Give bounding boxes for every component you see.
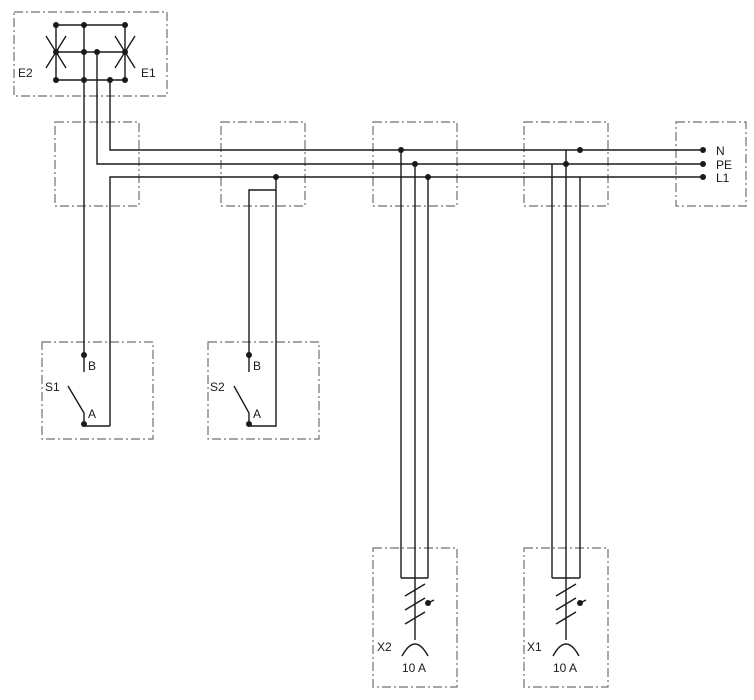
switch-s2-label: S2 (210, 380, 225, 394)
socket-x1-rating: 10 A (553, 661, 577, 675)
bus-line-n (109, 80, 703, 151)
socket-x2-drop (400, 150, 429, 578)
supply-terminals: N PE L1 (700, 144, 732, 185)
lamp-e1-label: E1 (141, 66, 156, 80)
switch-s1-enclosure (41, 341, 154, 440)
switch-s1-terminal-b: B (88, 359, 96, 373)
switch-s2-feed (248, 177, 277, 355)
switch-s1-label: S1 (45, 380, 60, 394)
switch-s2-enclosure (207, 341, 320, 440)
lamp-enclosure (13, 11, 168, 97)
socket-x1: X1 10 A (527, 147, 587, 675)
socket-x1-drop (551, 150, 581, 578)
switch-icon (233, 355, 250, 424)
bus-label-l1: L1 (716, 171, 730, 185)
lamp-e2-label: E2 (18, 66, 33, 80)
bus-label-n: N (716, 144, 725, 158)
socket-x2-rating: 10 A (402, 661, 426, 675)
lamp-frame (55, 24, 126, 81)
switch-s1-terminal-a: A (88, 407, 96, 421)
bus-line-pe (96, 52, 703, 165)
supply-box (675, 121, 747, 207)
socket-x1-label: X1 (527, 640, 542, 654)
bus-line-l1 (109, 176, 703, 426)
switch-s1: B A S1 (45, 80, 110, 427)
enclosures (13, 11, 747, 688)
switch-icon (67, 355, 85, 424)
bus-label-pe: PE (716, 158, 732, 172)
switch-s1-return (83, 424, 110, 427)
switch-s2-terminal-b: B (253, 359, 261, 373)
socket-x2-label: X2 (377, 640, 392, 654)
socket-x2: X2 10 A (377, 147, 435, 675)
switch-s2-return (248, 190, 277, 427)
socket-icon (552, 577, 587, 657)
switch-s2: B A S2 (210, 174, 279, 427)
bus-lines (96, 52, 703, 426)
switch-s2-terminal-a: A (253, 407, 261, 421)
socket-icon (401, 577, 435, 657)
lamp-assembly: E2 E1 (18, 22, 156, 83)
